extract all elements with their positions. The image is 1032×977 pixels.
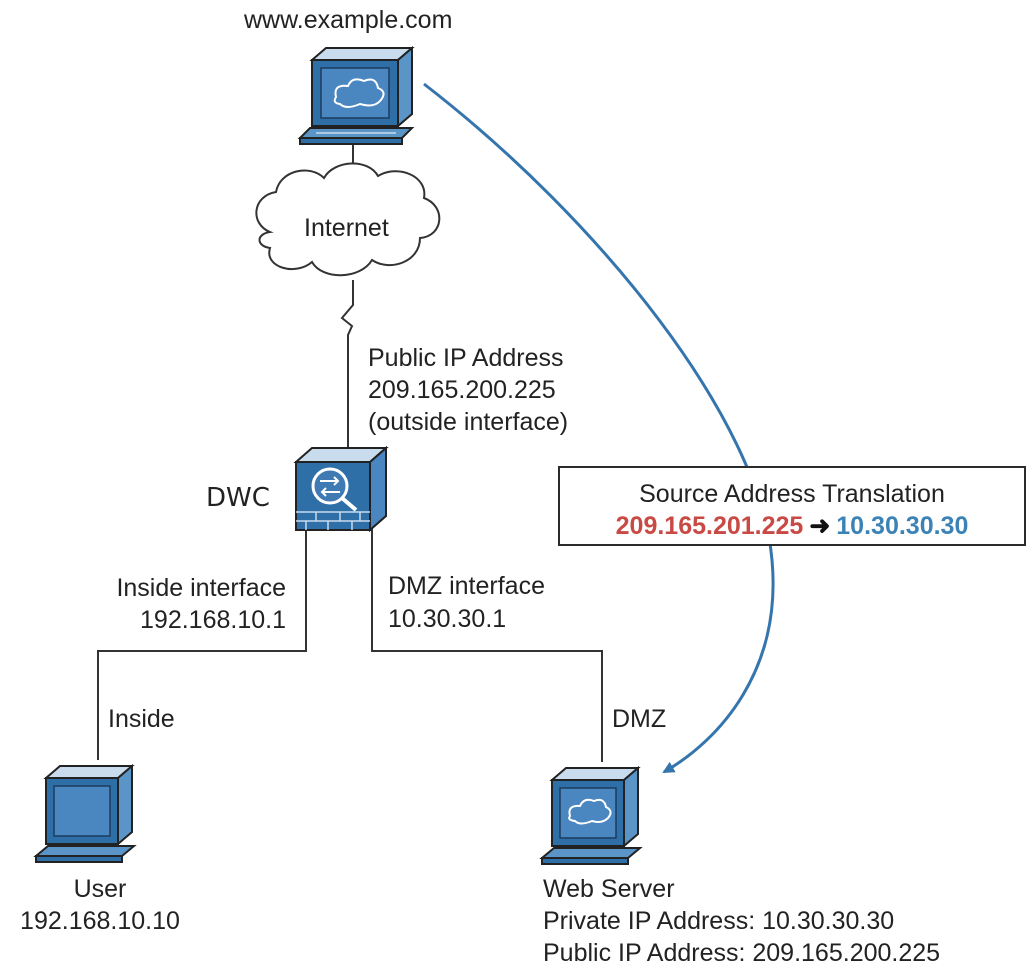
web-server-label: Web Server bbox=[543, 875, 675, 903]
outside-interface-line3: (outside interface) bbox=[368, 408, 569, 436]
connection-lines bbox=[97, 143, 603, 762]
firewall-label: DWC bbox=[206, 483, 270, 513]
web-server-private-ip: Private IP Address: 10.30.30.30 bbox=[543, 907, 895, 935]
link-firewall-inside bbox=[97, 528, 307, 760]
link-internet-firewall bbox=[340, 280, 354, 447]
dmz-interface-line2: 10.30.30.1 bbox=[388, 605, 507, 633]
user-label: User bbox=[73, 875, 127, 903]
inside-segment-label: Inside bbox=[108, 705, 175, 733]
inside-interface-line2: 192.168.10.1 bbox=[140, 606, 286, 634]
inside-interface-line1: Inside interface bbox=[116, 574, 286, 602]
web-host-label: www.example.com bbox=[244, 6, 453, 34]
user-ip-label: 192.168.10.10 bbox=[20, 907, 180, 935]
translation-row: 209.165.201.225➜10.30.30.30 bbox=[560, 511, 1024, 541]
web-server-computer-icon bbox=[539, 765, 643, 865]
source-address-translation-box: Source Address Translation 209.165.201.2… bbox=[558, 466, 1026, 546]
web-host-computer-icon bbox=[297, 45, 415, 145]
translation-title: Source Address Translation bbox=[639, 480, 945, 508]
translation-from-address: 209.165.201.225 bbox=[615, 512, 804, 540]
web-host-globe-icon bbox=[333, 78, 385, 108]
user-computer-icon bbox=[33, 763, 137, 863]
dmz-segment-label: DMZ bbox=[612, 705, 667, 733]
firewall-magnifier-icon bbox=[311, 467, 349, 505]
dmz-interface-line1: DMZ interface bbox=[388, 572, 545, 600]
outside-interface-line2: 209.165.200.225 bbox=[368, 376, 556, 404]
web-server-globe-icon bbox=[568, 798, 612, 825]
internet-label: Internet bbox=[304, 214, 389, 242]
translation-to-address: 10.30.30.30 bbox=[836, 512, 969, 540]
translation-arrow-icon: ➜ bbox=[809, 512, 831, 540]
link-firewall-dmz bbox=[371, 528, 603, 762]
web-server-public-ip: Public IP Address: 209.165.200.225 bbox=[543, 939, 941, 967]
outside-interface-line1: Public IP Address bbox=[368, 344, 564, 372]
internet-cloud-icon bbox=[255, 162, 441, 277]
firewall-icon bbox=[293, 445, 389, 533]
